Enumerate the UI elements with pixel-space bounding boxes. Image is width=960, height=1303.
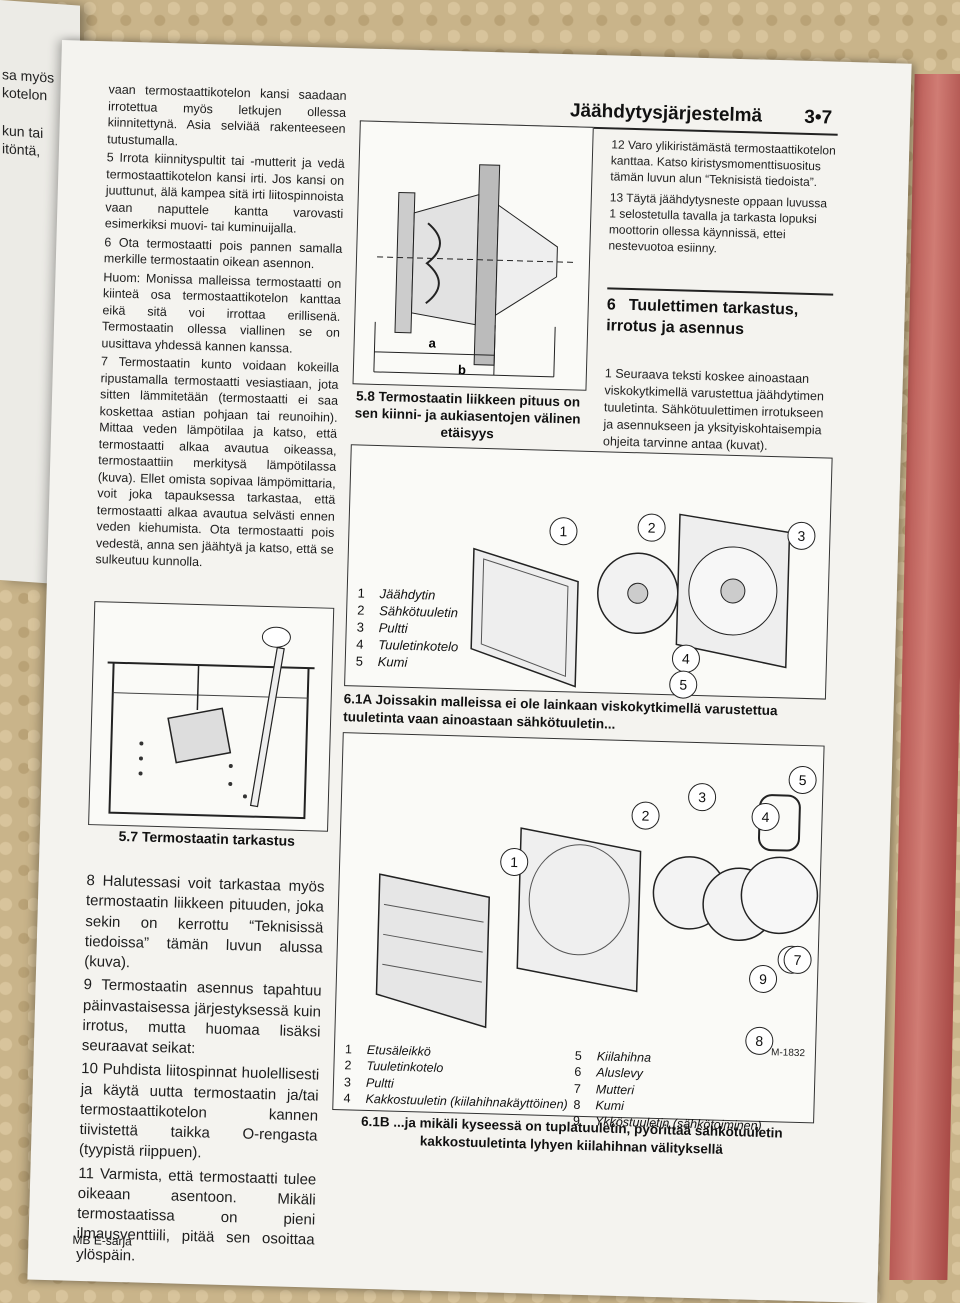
dimension-label-a: a [428,335,437,351]
section-title: Tuulettimen tarkastus, irrotus ja asennu… [606,296,799,338]
caption-number: 6.1A [343,691,372,707]
paragraph: 7 Termostaatin kunto voidaan kokeilla ri… [95,354,340,570]
fan-assembly-illustration-b [375,794,819,1029]
figure-5-7 [88,601,335,832]
manual-page: Jäähdytysjärjestelmä 3•7 vaan termostaat… [27,40,912,1303]
left-page-fragment: itöntä, [2,140,41,159]
left-page-fragment: kotelon [2,84,48,104]
thermostat-test-illustration [107,626,315,820]
paragraph: 6 Ota termostaatti pois pannen samalla m… [103,234,343,272]
figure-code: M-1832 [770,1047,806,1060]
chapter-title: Jäähdytysjärjestelmä [569,100,763,127]
paragraph: vaan termostaattikotelon kansi saadaan i… [107,82,347,148]
page-number: 3•7 [804,106,833,129]
page-footer: MB E-sarja [72,1232,133,1249]
paragraph: 8 Halutessasi voit tarkastaa myös termos… [84,872,325,972]
paragraph: 12 Varo ylikiristämästä termostaattikote… [610,137,836,189]
section-number: 6 [606,296,616,314]
caption-number: 6.1B [360,1113,390,1130]
column-2-text: 12 Varo ylikiristämästä termostaattikote… [608,137,837,266]
column-1-lower-text: 8 Halutessasi voit tarkastaa myös termos… [76,871,325,1274]
paragraph: 13 Täytä jäähdytysneste oppaan luvussa 1… [608,190,828,256]
figure-5-8: a b [352,120,594,391]
paragraph: 11 Varmista, että termostaatti tulee oik… [75,1164,317,1265]
caption-text: Joissakin malleissa ei ole lainkaan visk… [343,692,778,732]
paragraph-note: Huom: Monissa malleissa termostaatti on … [101,269,342,356]
fan-assembly-illustration-a [470,513,791,688]
section-6-paragraph-1: 1 Seuraava teksti koskee ainoastaan visk… [602,366,825,453]
paragraph: 9 Termostaatin asennus tapahtuu päinvast… [81,976,322,1058]
dimension-label-b: b [457,362,467,378]
paragraph: 10 Puhdista liitospinnat huolellisesti j… [78,1060,320,1162]
left-page-fragment: kun tai [2,122,44,142]
column-1-text: vaan termostaattikotelon kansi saadaan i… [95,81,347,576]
paragraph: 5 Irrota kiinnityspultit tai -mutterit j… [104,150,345,236]
figure-5-8-caption: 5.8 Termostaatin liikkeen pituus on sen … [354,388,581,441]
thermostat-travel-diagram [373,164,578,378]
